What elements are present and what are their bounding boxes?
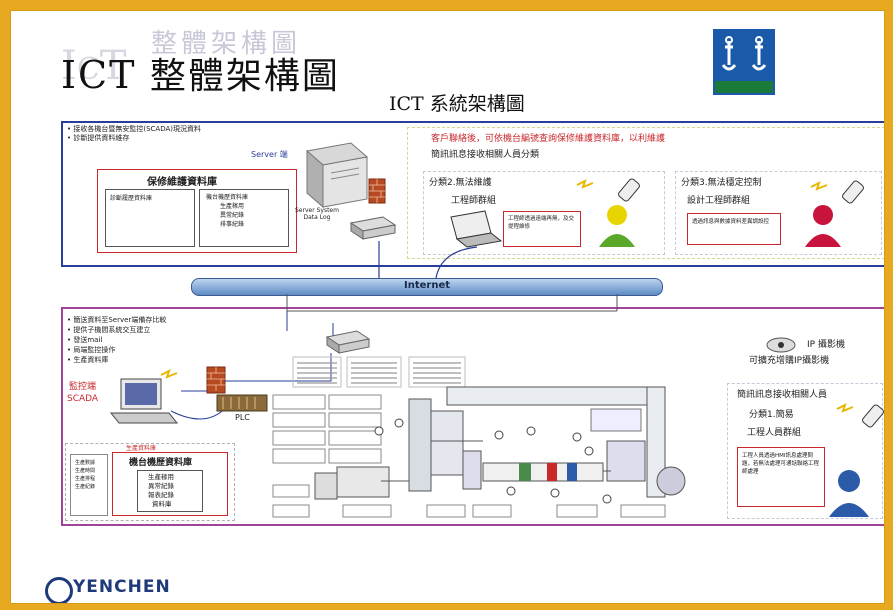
diagnosis-db-box: 診斷履歷資料庫 — [105, 189, 195, 247]
production-side-item: 生產時間 — [75, 468, 96, 474]
yenchen-logo-icon — [45, 577, 73, 603]
anchor-logo-icon — [715, 31, 773, 81]
production-db-outer-label: 生產資料庫 — [126, 445, 157, 452]
ip-camera-extend-label: 可擴充增購IP攝影機 — [749, 356, 830, 366]
diagram-subtitle: ICT 系統架構圖 — [389, 93, 525, 115]
diagnosis-db-label: 診斷履歷資料庫 — [110, 195, 153, 202]
gauge-readouts — [272, 394, 666, 518]
diagram-graphics — [109, 142, 884, 518]
scada-computer-icon — [109, 378, 179, 424]
network-switch-icon — [325, 330, 371, 354]
bottom-note: 生產資料庫 — [73, 356, 109, 364]
machine-db-item: 異常紀錄 — [220, 212, 245, 219]
ip-camera-label: IP 攝影機 — [807, 340, 845, 350]
class1-box-text: 工程人員透過HMI訊息處理問題，若無法處理可通話聯絡工程師處理 — [742, 453, 820, 475]
server-icon — [305, 142, 369, 209]
maintenance-database-box — [97, 169, 297, 253]
machine-history-item: 報表紀錄 — [148, 491, 174, 499]
class2-box-text: 工程師透過遠端再無，及交提程維修 — [508, 216, 575, 230]
server-caption: Server System Data Log — [295, 207, 339, 221]
bottom-note: 局端監控操作 — [73, 346, 116, 354]
mobile-phone-icon — [618, 178, 640, 202]
machine-db-box: 機台機歷資料庫 生產稼用 異常紀錄 排事紀錄 — [199, 189, 289, 247]
machine-db-item: 排事紀錄 — [220, 221, 245, 228]
bottom-notes: • 簡送資料至Server端備存比較 • 提供子機間系統交互建立 • 發送mai… — [67, 316, 167, 364]
bottom-note: 簡送資料至Server端備存比較 — [73, 316, 167, 324]
class3-title: 分類3.無法穩定控制 — [681, 178, 762, 188]
plc-label: PLC — [235, 413, 250, 422]
machine-history-item: 資料庫 — [152, 500, 172, 508]
laptop-icon — [450, 210, 503, 248]
page-title: ICT 整體架構圖 — [61, 47, 340, 99]
class1-title: 分類1.簡易 — [749, 410, 794, 420]
class2-title: 分類2.無法維護 — [429, 178, 492, 188]
top-notes: • 接收各機台暨無安監控(SCADA)現況資料 • 診斷提供資料維存 — [67, 125, 201, 142]
notification-zone — [407, 127, 884, 259]
firewall-icon — [368, 178, 386, 204]
engineer-person-icon — [599, 205, 635, 247]
designer-person-icon — [805, 205, 841, 247]
production-side-box: 生產數據 生產時間 生產排程 生產紀錄 — [70, 454, 108, 516]
class2-zone — [423, 171, 665, 255]
customer-note: 客戶聯絡後，可依機台編號查詢保修維護資料庫，以利維護 — [431, 134, 666, 144]
machine-history-db-title: 機台機歷資料庫 — [129, 458, 193, 468]
server-side-label: Server 端 — [251, 150, 288, 159]
machine-history-item: 生產稼用 — [148, 473, 174, 481]
internet-bus: Internet — [191, 278, 663, 296]
production-side-item: 生產數據 — [75, 460, 96, 466]
mobile-phone-icon — [862, 404, 884, 428]
mobile-phone-icon — [842, 180, 864, 204]
network-switch-icon — [349, 216, 397, 240]
machine-db-item: 生產稼用 — [220, 203, 245, 210]
class2-box: 工程師透過遠端再無，及交提程維修 — [503, 211, 581, 247]
lightning-icon — [810, 181, 828, 191]
production-side-item: 生產紀錄 — [75, 484, 96, 490]
class3-box-text: 透過訊息與數據資料差異調設控 — [692, 219, 770, 225]
production-side-item: 生產排程 — [75, 476, 96, 482]
class3-box: 透過訊息與數據資料差異調設控 — [687, 213, 781, 245]
brand-name: YENCHEN — [73, 577, 171, 597]
class3-group: 設計工程師群組 — [687, 196, 751, 206]
production-db-zone: 生產資料庫 生產數據 生產時間 生產排程 生產紀錄 機台機歷資料庫 生產稼用 異… — [65, 443, 235, 521]
class1-group: 工程人員群組 — [747, 428, 802, 438]
title-watermark: 整體架構圖 — [151, 29, 302, 59]
plc-cabinet-icon — [216, 394, 268, 412]
bottom-notify-group: 簡訊訊息接收相關人員 — [737, 390, 828, 400]
title-watermark-latin: ICT — [61, 43, 127, 89]
bottom-note: 提供子機間系統交互建立 — [73, 326, 151, 334]
class2-group: 工程師群組 — [451, 196, 497, 206]
bottom-note: 發送mail — [73, 336, 103, 344]
class3-zone — [675, 171, 882, 255]
company-logo — [713, 29, 775, 95]
machine-db-item: 機台機歷資料庫 — [206, 194, 249, 201]
page-title-cjk: 整體架構圖 — [149, 56, 340, 97]
class1-zone — [727, 383, 883, 519]
top-note: 診斷提供資料維存 — [73, 134, 130, 142]
top-note: 接收各機台暨無安監控(SCADA)現況資料 — [73, 125, 201, 133]
top-notify-group: 簡訊訊息接收相關人員分類 — [431, 150, 540, 160]
worker-person-icon — [829, 470, 869, 517]
process-plant-illustration — [314, 386, 686, 504]
machine-history-item: 異常紀錄 — [148, 482, 174, 490]
lightning-icon — [836, 403, 854, 413]
lightning-icon — [576, 179, 594, 189]
ip-camera-icon — [766, 337, 796, 353]
firewall-icon — [206, 366, 226, 394]
process-legend — [292, 356, 466, 388]
class1-box: 工程人員透過HMI訊息處理問題，若無法處理可通話聯絡工程師處理 — [737, 447, 825, 507]
slide: ICT 整體架構圖 ICT 整體架構圖 ICT 系統架構圖 • 接收各機台暨無安… — [10, 10, 885, 604]
maintenance-database-title: 保修維護資料庫 — [147, 177, 217, 188]
page-title-latin: ICT — [61, 53, 137, 97]
machine-history-db-box: 機台機歷資料庫 生產稼用 異常紀錄 報表紀錄 資料庫 — [112, 452, 228, 516]
lightning-icon — [160, 369, 178, 379]
scada-label: 監控端 SCADA — [67, 382, 99, 404]
internet-label: Internet — [403, 280, 450, 291]
